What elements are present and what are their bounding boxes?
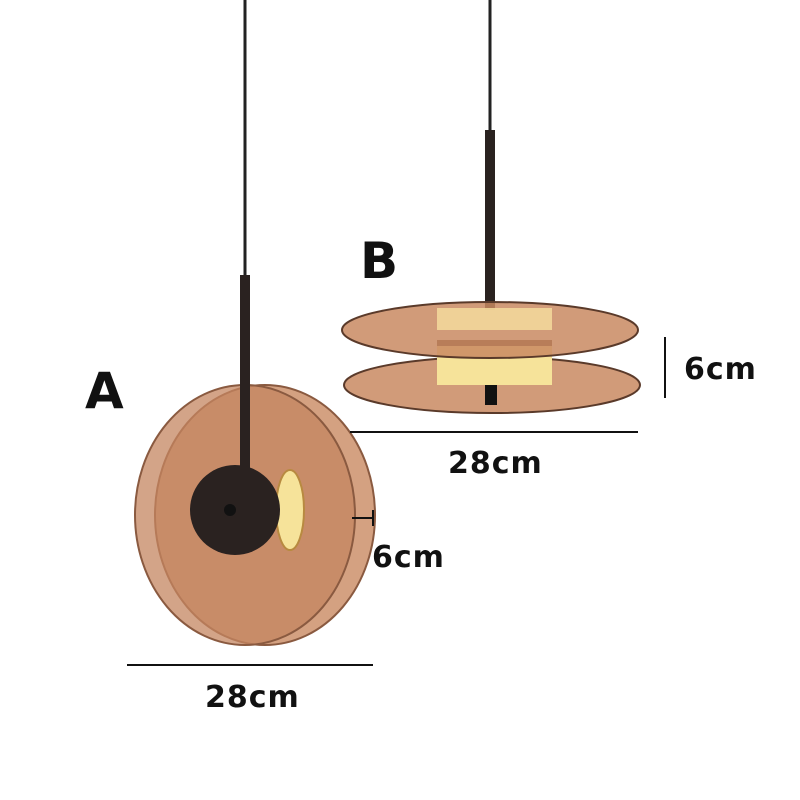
lamp-a-rod [240, 275, 250, 475]
lamp-b-label: B [360, 232, 399, 290]
a-depth-label: 6cm [372, 540, 445, 575]
b-height-label: 6cm [684, 352, 757, 387]
lamp-b-rod [485, 130, 495, 310]
b-width-label: 28cm [448, 446, 543, 481]
lamp-a-label: A [85, 362, 124, 420]
lamp-a-light [275, 469, 305, 551]
lamp-b [341, 0, 641, 414]
a-width-label: 28cm [205, 680, 300, 715]
lamp-a [134, 0, 376, 646]
